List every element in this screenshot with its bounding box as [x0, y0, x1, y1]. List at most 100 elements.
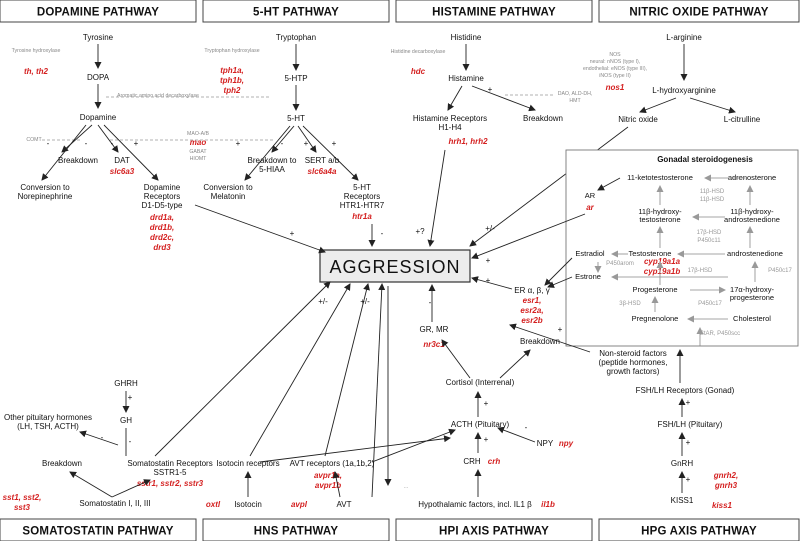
gene-cyp19a1a: cyp19a1a: [644, 257, 681, 266]
gene-il1b: il1b: [541, 500, 555, 509]
regulation-signs: + - +? +/- + + +/- +/- - + - - + + - + +…: [47, 85, 691, 484]
non-steroid-factors-1: Non-steroid factors: [599, 349, 667, 358]
sign-plus-6: +: [484, 435, 489, 444]
sign-plus-8: +: [686, 438, 691, 447]
nos-label-3: endothelial: eNOS (type III),: [583, 66, 647, 72]
histamine-receptors-1: Histamine Receptors: [413, 114, 487, 123]
non-steroid-factors-2: (peptide hormones,: [599, 358, 668, 367]
header-hpi: HPI AXIS PATHWAY: [439, 526, 549, 538]
gene-sstr: sstr1, sstr2, sstr3: [137, 479, 204, 488]
gene-hrh: hrh1, hrh2: [448, 137, 488, 146]
sign-q: +?: [415, 227, 425, 236]
histamine-breakdown: Breakdown: [523, 114, 563, 123]
gr-mr: GR, MR nr3c1 Breakdown: [420, 284, 560, 349]
sign-pm-1: +/-: [485, 224, 495, 233]
header-5ht: 5-HT PATHWAY: [253, 7, 339, 19]
sert: SERT a/b: [305, 156, 340, 165]
isotocin-receptors: Isotocin receptors: [216, 459, 279, 468]
histamine-pathway: Histidine Histidine decarboxylase hdc Hi…: [391, 33, 593, 247]
gabat-label: GABAT: [189, 149, 207, 155]
histidine: Histidine: [451, 33, 482, 42]
hpi-axis: Cortisol (Interrenal) ACTH (Pituitary) C…: [418, 339, 574, 509]
gh: GH: [120, 416, 132, 425]
header-nitric-oxide: NITRIC OXIDE PATHWAY: [629, 7, 768, 19]
conversion-melatonin-2: Melatonin: [211, 192, 246, 201]
hsd-3b: 3β-HSD: [619, 301, 641, 307]
dopamine-receptors-1: Dopamine: [144, 183, 181, 192]
nos-label-2: neural: nNOS (type I),: [590, 59, 640, 65]
somatostatin: Somatostatin I, II, III: [79, 499, 150, 508]
gr-breakdown: Breakdown: [520, 337, 560, 346]
gene-esr2b: esr2b: [521, 316, 542, 325]
sign-plus-2: +: [486, 256, 491, 265]
estradiol: Estradiol: [575, 249, 605, 258]
gene-drd-4: drd3: [153, 243, 171, 252]
aggression-label: AGGRESSION: [329, 257, 460, 277]
hypothalamic-factors: Hypothalamic factors, incl. IL1 β: [418, 500, 532, 509]
gene-ar: ar: [586, 203, 594, 212]
gene-drd-3: drd2c,: [150, 233, 174, 242]
gene-tph-3: tph2: [224, 86, 241, 95]
progesterone: Progesterone: [632, 285, 677, 294]
sstr1-5: SSTR1-5: [154, 468, 187, 477]
11b-hydroxyandrostenedione-1: 11β-hydroxy-: [730, 207, 774, 216]
dat: DAT: [114, 156, 130, 165]
sign-plus-15: +: [488, 85, 493, 94]
gene-esr2a: esr2a,: [520, 306, 543, 315]
top-headers: DOPAMINE PATHWAY 5-HT PATHWAY HISTAMINE …: [0, 0, 800, 23]
sign-minus-6: -: [47, 139, 50, 148]
sign-minus-5: -: [525, 423, 528, 432]
gene-tph-1: tph1a,: [220, 66, 244, 75]
gene-npy: npy: [559, 439, 574, 448]
aadc-label: Aromatic amino acid decarboxylase: [117, 93, 199, 99]
sign-minus-4: -: [129, 437, 132, 446]
gene-gnrh2: gnrh2,: [713, 471, 738, 480]
sign-plus-7: +: [686, 398, 691, 407]
sign-plus-11: +: [134, 139, 139, 148]
sign-minus-2: -: [429, 298, 432, 307]
sign-plus-12: +: [236, 139, 241, 148]
5ht-receptors-3: HTR1-HTR7: [340, 201, 385, 210]
hsd-17b-1: 17β-HSD: [697, 230, 722, 236]
17a-hydroxyprogesterone-2: progesterone: [730, 293, 774, 302]
androgen-receptor: AR: [585, 191, 596, 200]
hsd-11b-2: 11β-HSD: [700, 197, 725, 203]
sign-pm-3: +/-: [360, 297, 370, 306]
conversion-melatonin-1: Conversion to: [203, 183, 253, 192]
hiomt-label: HIOMT: [190, 156, 208, 162]
nos-label-1: NOS: [609, 52, 621, 58]
somatostatin-receptors: Somatostatin Receptors: [127, 459, 212, 468]
gr-mr-label: GR, MR: [420, 325, 449, 334]
17a-hydroxyprogesterone-1: 17α-hydroxy-: [730, 285, 774, 294]
breakdown-5hiaa-2: 5-HIAA: [259, 165, 285, 174]
11b-hydroxytestosterone-1: 11β-hydroxy-: [638, 207, 682, 216]
gene-slc6a3: slc6a3: [110, 167, 135, 176]
11-ketotestosterone: 11-ketotestosterone: [627, 173, 693, 182]
androstenedione: androstenedione: [727, 249, 783, 258]
somatostatin-pathway: GHRH GH Other pituitary hormones (LH, TS…: [3, 281, 331, 512]
gene-sst-2: sst3: [14, 503, 31, 512]
histamine: Histamine: [448, 74, 484, 83]
sign-minus-9: -: [281, 139, 284, 148]
non-steroid-factors-3: growth factors): [607, 367, 660, 376]
histamine-receptors-2: H1-H4: [438, 123, 462, 132]
gene-drd-1: drd1a,: [150, 213, 174, 222]
tryptophan: Tryptophan: [276, 33, 316, 42]
gene-htr1a: htr1a: [352, 212, 372, 221]
5-htp: 5-HTP: [284, 74, 307, 83]
sign-plus-5: +: [484, 399, 489, 408]
gene-avpl: avpl: [291, 500, 308, 509]
gene-nos1: nos1: [606, 83, 625, 92]
fsh-lh-receptors: FSH/LH Receptors (Gonad): [636, 386, 735, 395]
adrenosterone: adrenosterone: [728, 173, 776, 182]
gene-drd-2: drd1b,: [150, 223, 174, 232]
cholesterol: Cholesterol: [733, 314, 771, 323]
somatostatin-breakdown: Breakdown: [42, 459, 82, 468]
serotonin-pathway: Tryptophan Tryptophan hydroxylase tph1a,…: [203, 33, 385, 247]
cortisol: Cortisol (Interrenal): [446, 378, 515, 387]
5ht-receptors-2: Receptors: [344, 192, 380, 201]
gene-gnrh3: gnrh3: [714, 481, 738, 490]
sign-plus-13: +: [304, 139, 309, 148]
p450c17-b: P450c17: [698, 301, 722, 307]
dao-label: DAO, ALD-DH,: [558, 91, 593, 97]
